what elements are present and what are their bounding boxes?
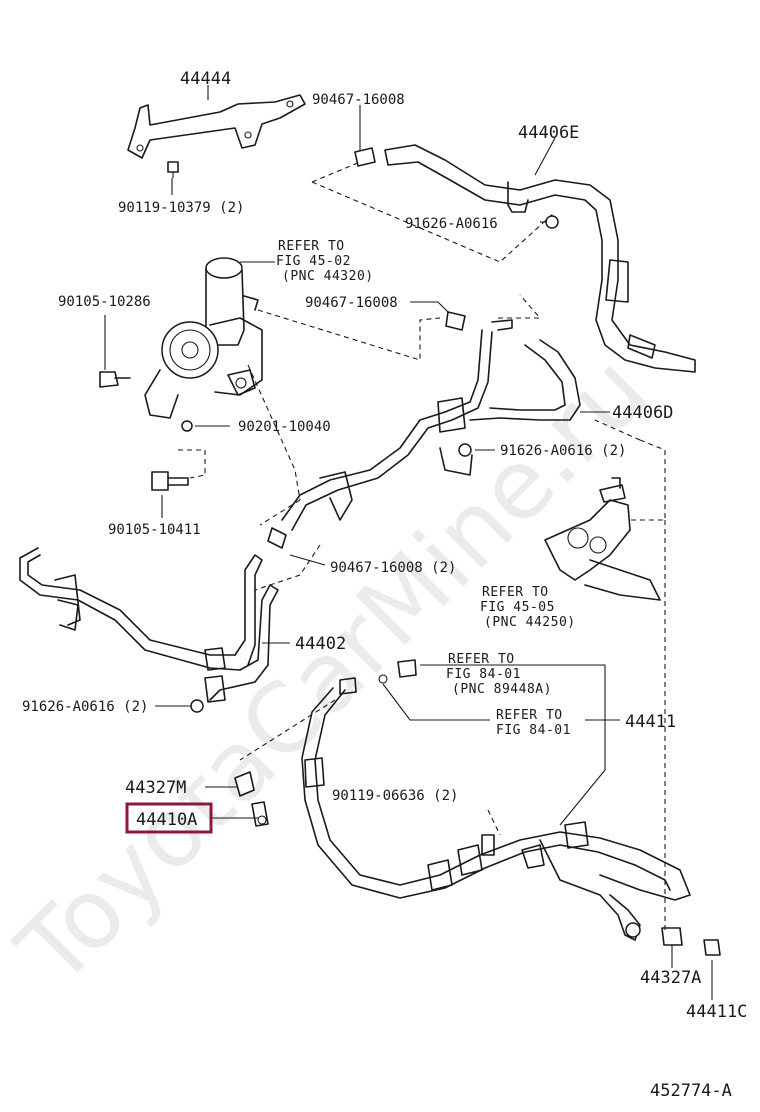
- refer-8401a-line2: FIG 84-01: [446, 667, 521, 682]
- label-90119-06636: 90119-06636 (2): [332, 788, 458, 804]
- label-44406E: 44406E: [518, 123, 579, 143]
- pump-fasteners: [99, 311, 466, 491]
- refer-4502-line3: (PNC 44320): [282, 269, 374, 284]
- label-44411C: 44411C: [686, 1002, 747, 1022]
- label-44406D: 44406D: [612, 403, 673, 423]
- label-44402: 44402: [295, 634, 346, 654]
- label-90201-10040: 90201-10040: [238, 419, 331, 435]
- diagram-id: 452774-A: [650, 1081, 732, 1101]
- refer-4502-line1: REFER TO: [278, 239, 345, 254]
- refer-8401a-line1: REFER TO: [448, 652, 515, 667]
- refer-4505-line2: FIG 45-05: [480, 600, 555, 615]
- label-90467-low: 90467-16008 (2): [330, 560, 456, 576]
- hose-44406D: [267, 319, 581, 549]
- label-44411: 44411: [625, 712, 676, 732]
- power-steering-pump: [144, 257, 263, 419]
- bracket-44444: [127, 94, 306, 178]
- refer-8401b-line1: REFER TO: [496, 708, 563, 723]
- bolt-44411C: [703, 939, 721, 956]
- refer-8401a-line3: (PNC 89448A): [452, 682, 552, 697]
- hose-44406E: [354, 144, 696, 373]
- highlight-box-44410A: [125, 802, 213, 834]
- dashed-leaders: [178, 161, 666, 930]
- label-91626-top: 91626-A0616: [405, 216, 498, 232]
- label-90119-10379: 90119-10379 (2): [118, 200, 244, 216]
- clip-44327A: [661, 927, 683, 946]
- refer-4505-line3: (PNC 44250): [484, 615, 576, 630]
- watermark: ToyotaCarMine.ru: [0, 334, 669, 1007]
- union-44410A: [251, 801, 269, 827]
- steering-gear: [544, 477, 661, 601]
- clip-44327M: [234, 771, 255, 797]
- refer-8401b-line2: FIG 84-01: [496, 723, 571, 738]
- label-44327A: 44327A: [640, 968, 701, 988]
- refer-4502-line2: FIG 45-02: [276, 254, 351, 269]
- solid-leaders: [104, 85, 713, 1000]
- label-90467-top: 90467-16008: [312, 92, 405, 108]
- label-44327M: 44327M: [125, 778, 186, 798]
- label-90105-10286: 90105-10286: [58, 294, 151, 310]
- label-91626-left: 91626-A0616 (2): [22, 699, 148, 715]
- label-91626-mid: 91626-A0616 (2): [500, 443, 626, 459]
- label-44444: 44444: [180, 69, 231, 89]
- label-90467-mid: 90467-16008: [305, 295, 398, 311]
- label-90105-10411: 90105-10411: [108, 522, 201, 538]
- label-44410A: 44410A: [136, 810, 197, 830]
- hose-44411: [301, 659, 691, 941]
- refer-4505-line1: REFER TO: [482, 585, 549, 600]
- cooler-44402: [19, 547, 279, 713]
